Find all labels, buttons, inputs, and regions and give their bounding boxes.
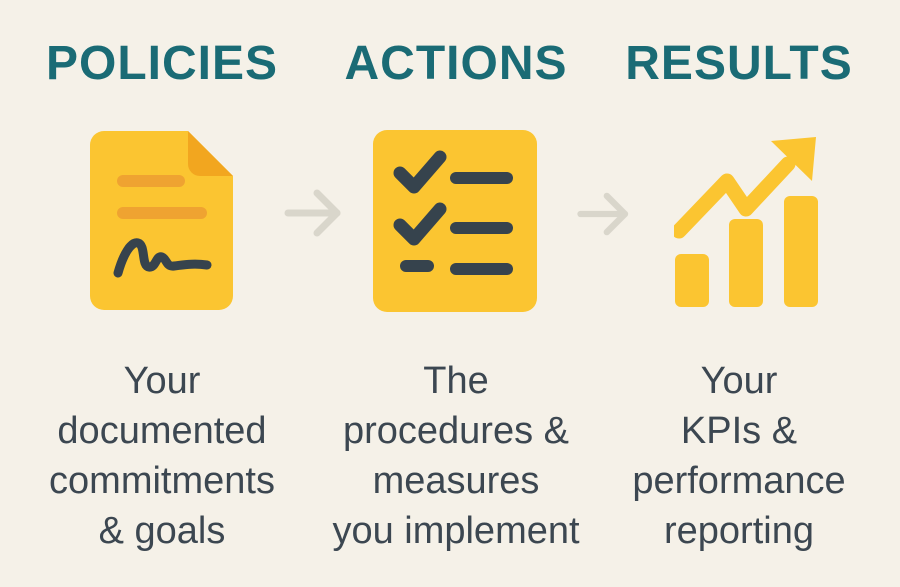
chart-bar xyxy=(729,219,763,307)
trend-arrowhead xyxy=(771,137,816,181)
description-results: Your KPIs & performance reporting xyxy=(632,360,846,552)
description-policies: Your documented commitments & goals xyxy=(49,360,275,552)
checklist-line xyxy=(450,172,513,184)
chart-bar xyxy=(784,196,818,307)
growth-bar-chart-icon xyxy=(671,135,818,312)
signed-document-icon xyxy=(90,131,233,315)
flow-arrow-icon xyxy=(576,189,634,244)
description-actions: The procedures & measures you implement xyxy=(332,360,580,552)
document-text-line xyxy=(117,175,185,187)
checklist-line xyxy=(450,222,513,234)
chart-bar xyxy=(675,254,709,307)
document-fold-corner xyxy=(188,131,233,176)
heading-actions: ACTIONS xyxy=(344,37,568,90)
heading-results: RESULTS xyxy=(625,37,853,90)
checkmark xyxy=(393,202,447,246)
checkmark xyxy=(393,150,447,194)
heading-policies: POLICIES xyxy=(45,37,279,90)
checklist-line xyxy=(450,263,513,275)
checklist-dash xyxy=(400,260,434,272)
trend-line xyxy=(671,156,796,239)
signature-squiggle xyxy=(113,238,212,278)
checklist-icon xyxy=(373,130,537,317)
document-text-line xyxy=(117,207,207,219)
flow-arrow-icon xyxy=(283,186,347,245)
